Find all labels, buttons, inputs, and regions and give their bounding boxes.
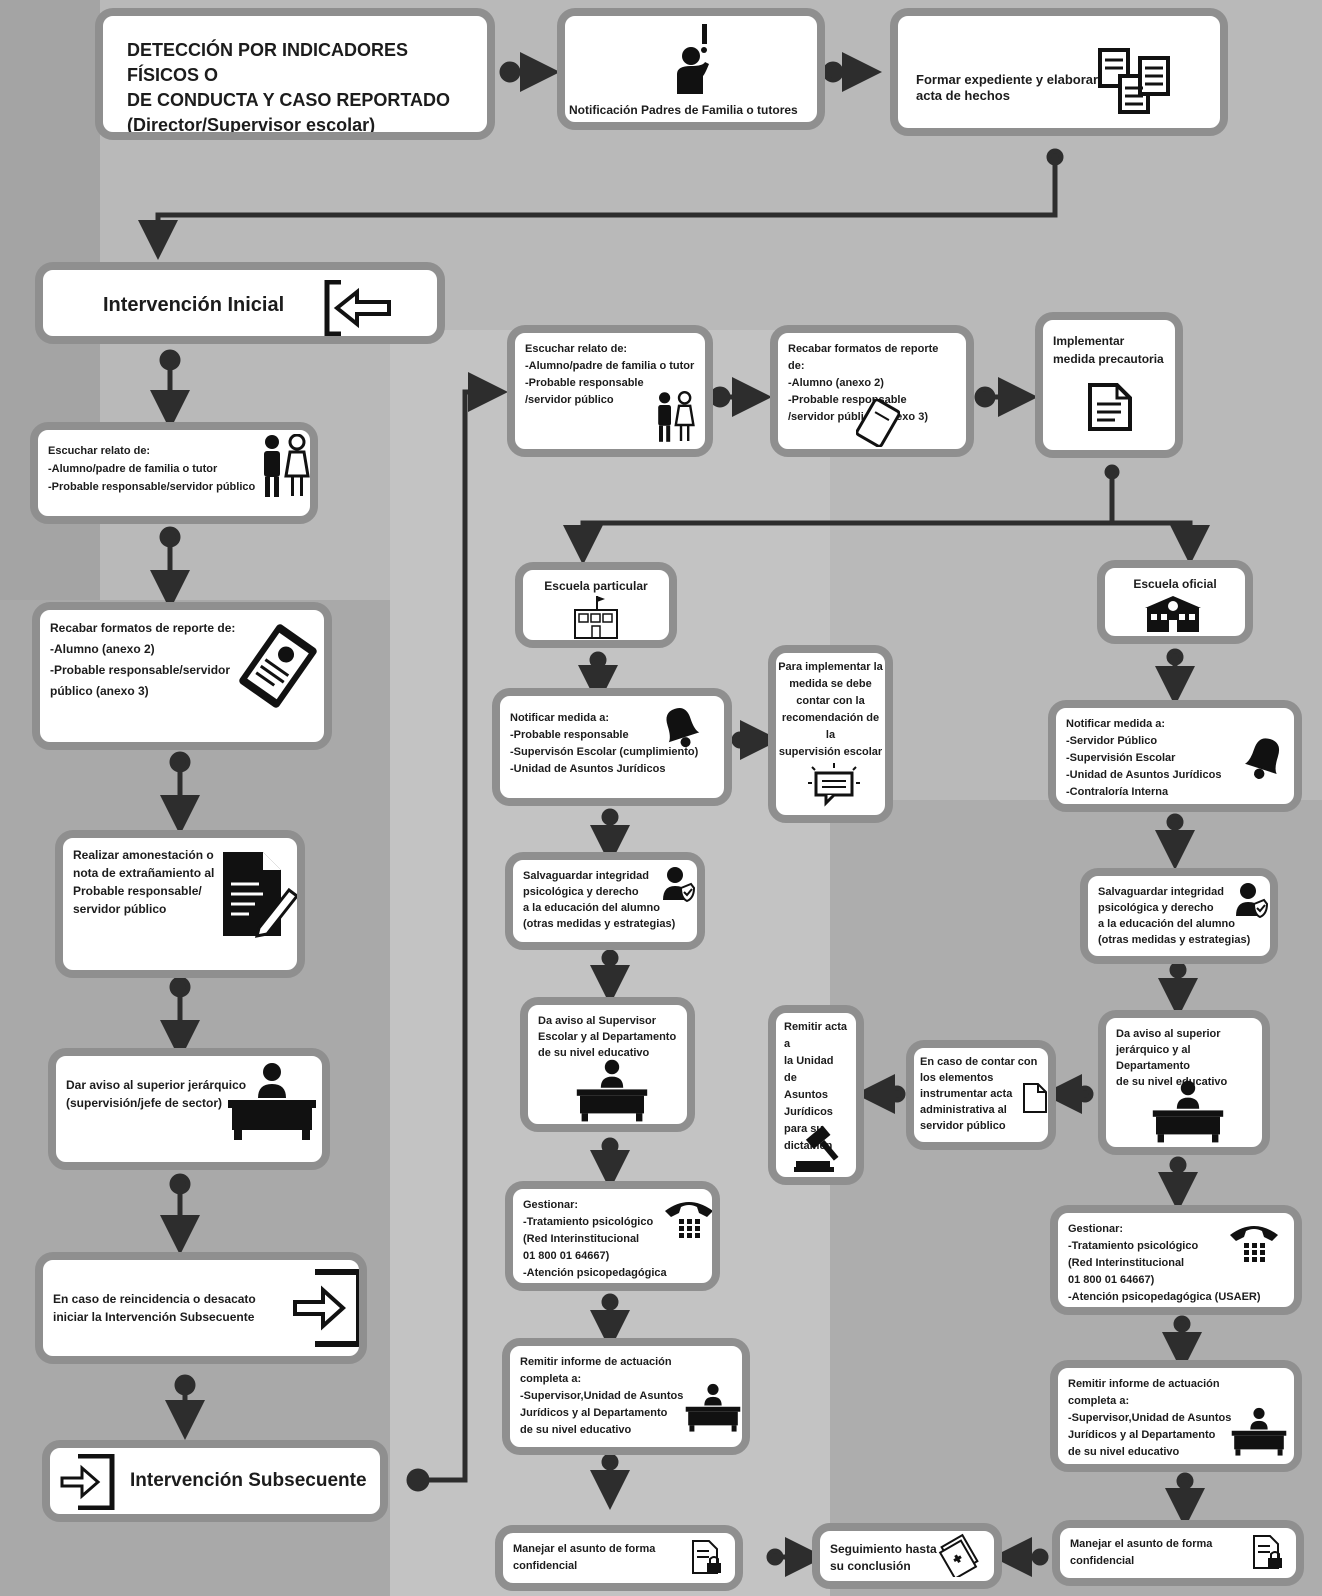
salvaguardar-oficial-box: Salvaguardar integridad psicológica y de…	[1080, 868, 1278, 964]
escuchar-relato-left-text: Escuchar relato de: -Alumno/padre de fam…	[48, 445, 256, 493]
da-aviso-particular-text: Da aviso al Supervisor Escolar y al Depa…	[538, 1015, 677, 1059]
telephone-icon	[665, 1202, 712, 1238]
intervencion-inicial-title: Intervención Inicial	[103, 294, 285, 316]
salvaguardar-particular-box: Salvaguardar integridad psicológica y de…	[505, 852, 705, 950]
person-at-desk-icon	[1152, 1080, 1224, 1143]
enter-icon	[293, 1269, 359, 1347]
notificacion-box: Notificación Padres de Familia o tutores	[557, 8, 825, 130]
salvaguardar-particular-text: Salvaguardar integridad psicológica y de…	[523, 870, 676, 930]
escuchar-relato-mid-box: Escuchar relato de: -Alumno/padre de fam…	[507, 325, 713, 457]
remitir-informe-oficial-text: Remitir informe de actuación completa a:…	[1068, 1378, 1232, 1458]
intervencion-subsecuente-box: Intervención Subsecuente	[42, 1440, 388, 1522]
bell-icon	[666, 708, 700, 748]
gestionar-oficial-box: Gestionar: -Tratamiento psicológico (Red…	[1050, 1205, 1302, 1315]
document-icon	[1023, 1083, 1047, 1113]
documents-icon	[1098, 48, 1170, 114]
escuela-particular-box: Escuela particular	[515, 562, 677, 648]
notificar-oficial-text: Notificar medida a: -Servidor Público -S…	[1066, 718, 1222, 798]
para-implementar-box: Para implementar la medida se debe conta…	[768, 645, 893, 823]
bell-icon	[1244, 738, 1280, 780]
medical-documents-icon	[938, 1533, 979, 1577]
manejar-oficial-text: Manejar el asunto de forma confidencial	[1070, 1538, 1213, 1567]
person-alert-icon	[677, 24, 709, 94]
amonestacion-box: Realizar amonestación o nota de extrañam…	[55, 830, 305, 978]
remitir-informe-oficial-box: Remitir informe de actuación completa a:…	[1050, 1360, 1302, 1472]
salvaguardar-oficial-text: Salvaguardar integridad psicológica y de…	[1098, 886, 1251, 946]
person-shield-icon	[663, 867, 695, 902]
da-aviso-particular-box: Da aviso al Supervisor Escolar y al Depa…	[520, 997, 695, 1132]
formar-expediente-box: Formar expediente y elaborar acta de hec…	[890, 8, 1228, 136]
school-building-icon	[574, 596, 618, 639]
notificacion-text: Notificación Padres de Familia o tutores	[569, 103, 798, 117]
dar-aviso-superior-box: Dar aviso al superior jerárquico (superv…	[48, 1048, 330, 1170]
gestionar-particular-box: Gestionar: -Tratamiento psicológico (Red…	[505, 1181, 720, 1291]
da-aviso-oficial-box: Da aviso al superior jerárquico y al Dep…	[1098, 1010, 1270, 1155]
document-icon	[1088, 383, 1132, 431]
intervencion-inicial-box: Intervención Inicial	[35, 262, 445, 344]
notificar-oficial-box: Notificar medida a: -Servidor Público -S…	[1048, 700, 1302, 812]
en-caso-acta-box: En caso de contar con los elementos inst…	[906, 1040, 1056, 1150]
report-chart-icon	[239, 624, 317, 708]
person-at-desk-icon	[576, 1059, 648, 1122]
escuela-oficial-title: Escuela oficial	[1133, 577, 1217, 591]
remitir-acta-box: Remitir acta a la Unidad de Asuntos Jurí…	[768, 1005, 864, 1185]
formar-expediente-text: Formar expediente y elaborar acta de hec…	[916, 72, 1099, 103]
seguimiento-text: Seguimiento hasta su conclusión	[830, 1542, 937, 1573]
manejar-particular-text: Manejar el asunto de forma confidencial	[513, 1543, 656, 1572]
reincidencia-box: En caso de reincidencia o desacato inici…	[35, 1252, 367, 1364]
gavel-icon	[794, 1125, 839, 1172]
deteccion-text: DETECCIÓN POR INDICADORES FÍSICOS O DE C…	[127, 40, 451, 135]
escuchar-relato-left-box: Escuchar relato de: -Alumno/padre de fam…	[30, 422, 318, 524]
escuela-oficial-box: Escuela oficial	[1097, 560, 1253, 644]
clipboard-icon	[856, 399, 900, 447]
amonestacion-text: Realizar amonestación o nota de extrañam…	[73, 848, 215, 916]
intervencion-subsecuente-title: Intervención Subsecuente	[130, 1470, 367, 1491]
telephone-icon	[1230, 1226, 1278, 1262]
seguimiento-box: Seguimiento hasta su conclusión	[812, 1523, 1002, 1589]
dar-aviso-superior-text: Dar aviso al superior jerárquico (superv…	[66, 1078, 247, 1110]
document-lock-icon	[1253, 1535, 1282, 1569]
person-shield-icon	[1236, 883, 1268, 918]
escuela-particular-title: Escuela particular	[544, 579, 648, 593]
escuchar-relato-mid-text: Escuchar relato de: -Alumno/padre de fam…	[525, 343, 695, 406]
enter-arrow-icon	[324, 280, 391, 336]
remitir-informe-particular-box: Remitir informe de actuación completa a:…	[502, 1338, 750, 1455]
person-at-desk-icon	[685, 1383, 741, 1432]
people-icon	[264, 434, 310, 497]
implementar-medida-box: Implementar medida precautoria	[1035, 312, 1183, 458]
person-at-desk-icon	[1231, 1407, 1287, 1456]
recabar-formatos-left-box: Recabar formatos de reporte de: -Alumno …	[32, 602, 332, 750]
recabar-formatos-mid-box: Recabar formatos de reporte de: -Alumno …	[770, 325, 974, 457]
notificar-particular-box: Notificar medida a: -Probable responsabl…	[492, 688, 732, 806]
chat-bubble-icon	[808, 763, 860, 807]
deteccion-box: DETECCIÓN POR INDICADORES FÍSICOS O DE C…	[95, 8, 495, 140]
para-implementar-text: Para implementar la medida se debe conta…	[778, 661, 883, 758]
document-pen-icon	[223, 852, 297, 938]
document-lock-icon	[692, 1540, 721, 1574]
government-building-icon	[1145, 596, 1201, 632]
notificar-particular-text: Notificar medida a: -Probable responsabl…	[510, 712, 699, 775]
gestionar-oficial-text: Gestionar: -Tratamiento psicológico (Red…	[1068, 1223, 1261, 1303]
manejar-particular-box: Manejar el asunto de forma confidencial	[495, 1525, 743, 1591]
recabar-formatos-left-text: Recabar formatos de reporte de: -Alumno …	[50, 621, 236, 698]
people-icon	[658, 391, 695, 442]
remitir-informe-particular-text: Remitir informe de actuación completa a:…	[520, 1356, 684, 1436]
manejar-oficial-box: Manejar el asunto de forma confidencial	[1052, 1520, 1304, 1586]
person-at-desk-icon	[228, 1063, 316, 1140]
implementar-medida-text: Implementar medida precautoria	[1053, 334, 1164, 366]
en-caso-acta-text: En caso de contar con los elementos inst…	[920, 1056, 1038, 1132]
reincidencia-text: En caso de reincidencia o desacato inici…	[53, 1292, 256, 1324]
enter-icon	[60, 1454, 115, 1510]
gestionar-particular-text: Gestionar: -Tratamiento psicológico (Red…	[523, 1199, 667, 1291]
